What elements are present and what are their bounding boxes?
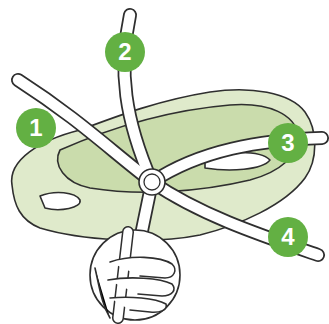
seat-slot <box>40 193 80 210</box>
callout-number: 3 <box>270 125 306 161</box>
hand-inset <box>90 230 180 320</box>
callout-number: 1 <box>18 110 54 146</box>
handle-positions <box>18 15 322 255</box>
pivot-button <box>144 174 160 190</box>
callout-circle <box>16 32 308 257</box>
callout-number: 4 <box>270 219 306 255</box>
callout-number: 2 <box>107 34 143 70</box>
pivot-button <box>139 169 165 195</box>
